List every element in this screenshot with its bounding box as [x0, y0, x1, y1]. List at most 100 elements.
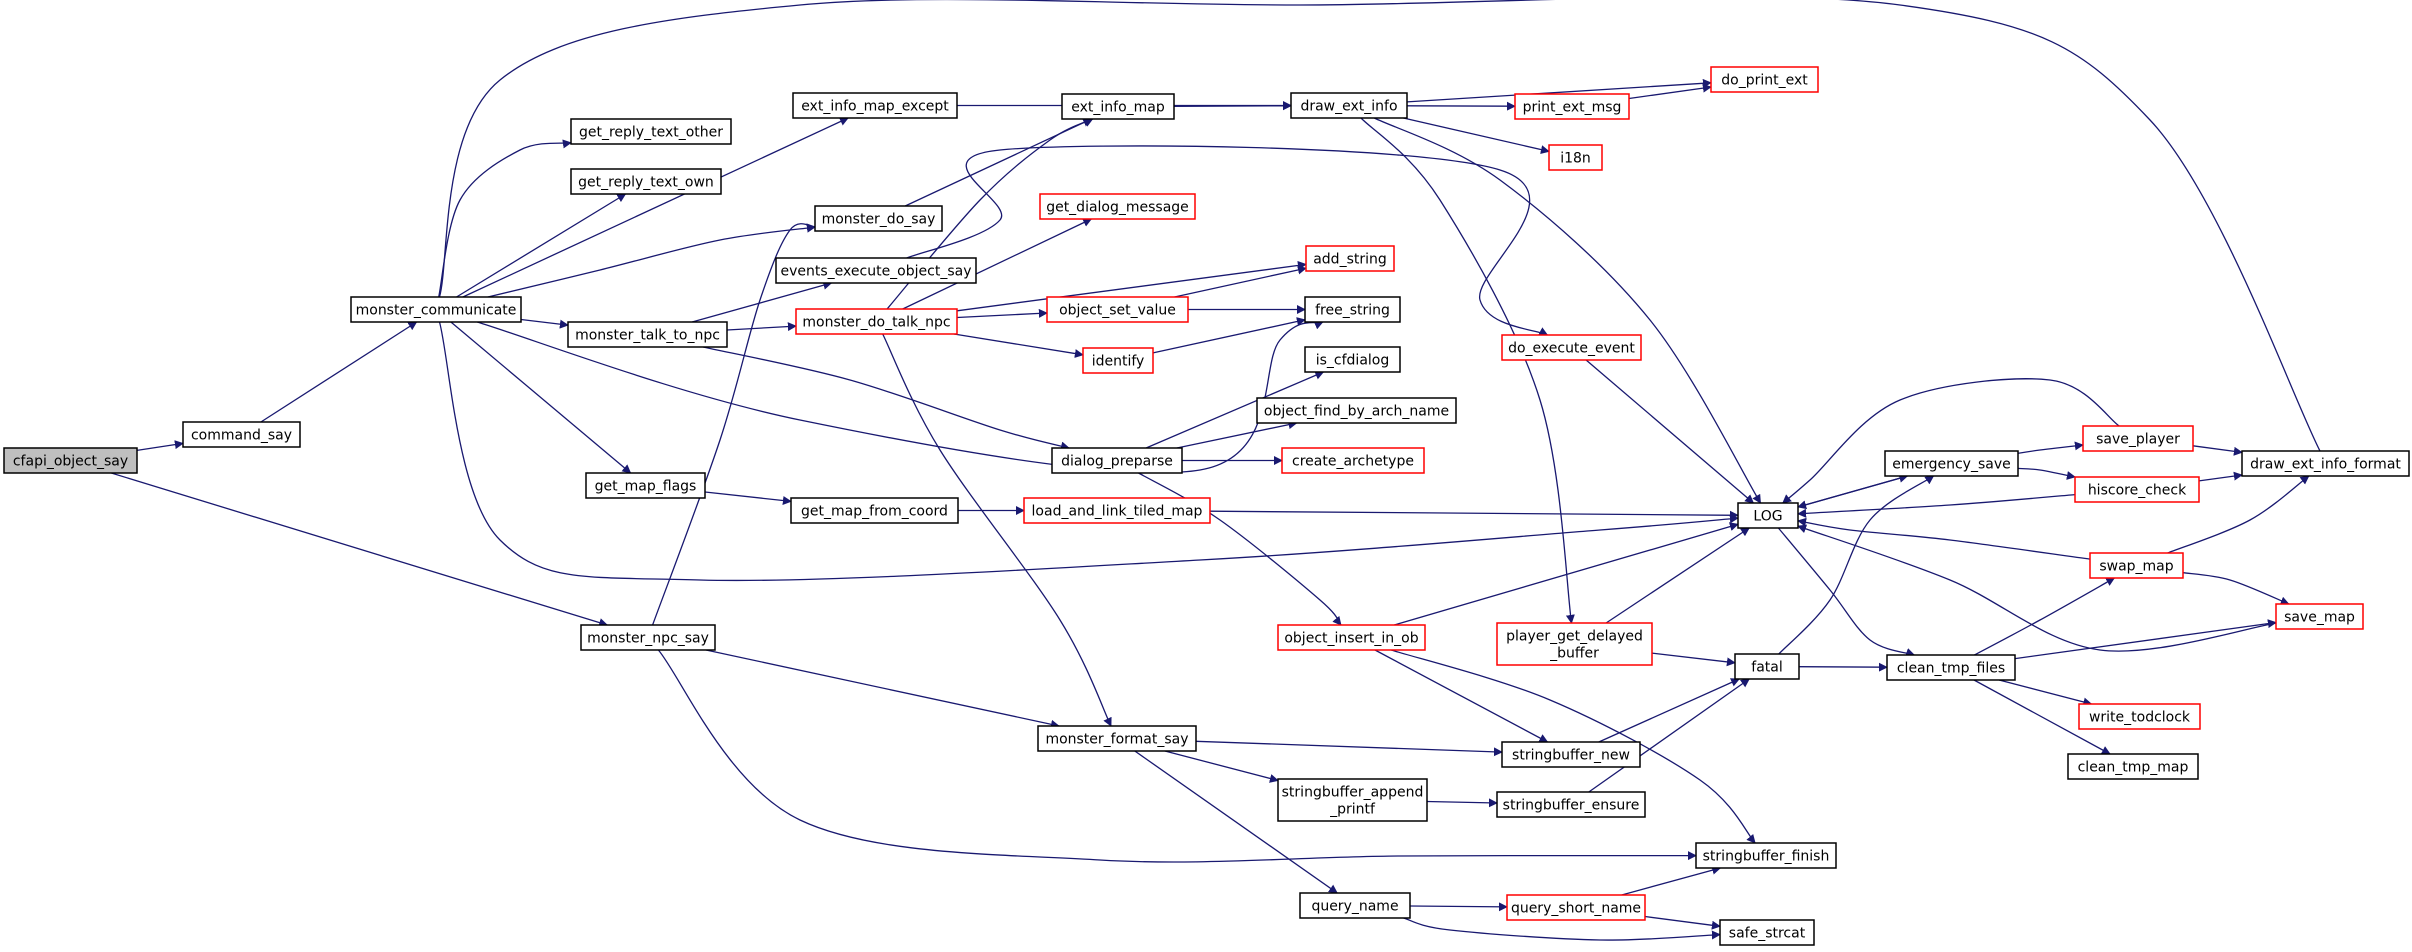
node-add-string[interactable]: add_string: [1305, 245, 1395, 272]
node-label: get_reply_text_own: [578, 175, 714, 191]
node-get-map-flags[interactable]: get_map_flags: [585, 472, 706, 499]
node-monster-do-say[interactable]: monster_do_say: [814, 205, 943, 232]
node-load-and-link-tiled-map[interactable]: load_and_link_tiled_map: [1023, 497, 1211, 524]
edge-object-insert-in-ob-to-stringbuffer-new: [1374, 649, 1549, 743]
node-box: [1305, 245, 1395, 272]
node-draw-ext-info-format[interactable]: draw_ext_info_format: [2241, 450, 2410, 477]
node-monster-format-say[interactable]: monster_format_say: [1037, 725, 1197, 752]
edge-monster-do-talk-npc-to-identify: [953, 333, 1084, 358]
node-box: [1046, 296, 1189, 323]
node-object-insert-in-ob[interactable]: object_insert_in_ob: [1277, 624, 1426, 651]
edges-layer: [111, 0, 2334, 941]
edge-monster-communicate-to-LOG: [438, 321, 1739, 582]
edge-fatal-to-clean-tmp-files: [1798, 662, 1888, 672]
node-box: [1277, 624, 1426, 651]
node-box: [1061, 93, 1175, 120]
node-stringbuffer-new[interactable]: stringbuffer_new: [1501, 741, 1641, 768]
node-cfapi-object-say[interactable]: cfapi_object_say: [3, 447, 138, 474]
node-player-get-delayed-buffer[interactable]: player_get_delayed_buffer: [1496, 622, 1653, 666]
node-label: _buffer: [1549, 646, 1599, 662]
node-box: [350, 296, 522, 323]
node-print-ext-msg[interactable]: print_ext_msg: [1514, 93, 1630, 120]
node-dialog-preparse[interactable]: dialog_preparse: [1051, 447, 1183, 474]
node-create-archetype[interactable]: create_archetype: [1281, 447, 1425, 474]
node-LOG[interactable]: LOG: [1737, 502, 1799, 529]
node-stringbuffer-append-printf[interactable]: stringbuffer_append_printf: [1277, 778, 1428, 822]
node-clean-tmp-map[interactable]: clean_tmp_map: [2067, 753, 2199, 780]
node-box: [2241, 450, 2410, 477]
edge-draw-ext-info-to-do-print-ext: [1406, 78, 1712, 103]
edge-swap-map-to-save-map: [2182, 572, 2290, 606]
node-ext-info-map[interactable]: ext_info_map: [1061, 93, 1175, 120]
node-stringbuffer-ensure[interactable]: stringbuffer_ensure: [1496, 791, 1646, 818]
edge-monster-do-talk-npc-to-get-dialog-message: [902, 218, 1093, 310]
node-object-find-by-arch-name[interactable]: object_find_by_arch_name: [1256, 397, 1457, 424]
node-save-player[interactable]: save_player: [2082, 425, 2194, 452]
node-command-say[interactable]: command_say: [182, 421, 301, 448]
node-label: load_and_link_tiled_map: [1032, 504, 1203, 520]
node-do-execute-event[interactable]: do_execute_event: [1501, 334, 1642, 361]
node-box: [1496, 622, 1653, 666]
node-label: monster_npc_say: [587, 631, 709, 647]
node-box: [1501, 334, 1642, 361]
node-monster-talk-to-npc[interactable]: monster_talk_to_npc: [567, 321, 728, 348]
node-label: is_cfdialog: [1316, 353, 1390, 369]
node-box: [1719, 919, 1815, 946]
node-events-execute-object-say[interactable]: events_execute_object_say: [775, 257, 977, 284]
node-monster-communicate[interactable]: monster_communicate: [350, 296, 522, 323]
node-i18n[interactable]: i18n: [1548, 144, 1603, 171]
node-write-todclock[interactable]: write_todclock: [2078, 703, 2201, 730]
node-get-reply-text-own[interactable]: get_reply_text_own: [570, 168, 722, 195]
node-box: [2067, 753, 2199, 780]
edge-identify-to-free-string: [1152, 317, 1306, 354]
node-clean-tmp-files[interactable]: clean_tmp_files: [1886, 654, 2016, 681]
edge-ext-info-map-to-draw-ext-info: [1173, 101, 1292, 111]
node-box: [1884, 450, 2019, 477]
edge-monster-talk-to-npc-to-events-execute-object-say: [691, 280, 833, 323]
node-label: object_insert_in_ob: [1284, 631, 1418, 647]
nodes-layer: cfapi_object_say command_say monster_commu…: [3, 66, 2410, 946]
node-label: i18n: [1560, 151, 1591, 167]
node-monster-do-talk-npc[interactable]: monster_do_talk_npc: [795, 308, 958, 335]
edge-monster-do-talk-npc-to-monster-format-say: [882, 333, 1112, 727]
node-identify[interactable]: identify: [1082, 347, 1154, 374]
node-free-string[interactable]: free_string: [1304, 296, 1401, 323]
node-box: [1506, 894, 1646, 921]
node-hiscore-check[interactable]: hiscore_check: [2074, 476, 2200, 503]
edge-save-player-to-draw-ext-info-format: [2192, 445, 2243, 456]
node-label: object_set_value: [1059, 303, 1176, 319]
node-label: swap_map: [2099, 559, 2173, 575]
node-label: stringbuffer_finish: [1703, 849, 1830, 865]
node-label: events_execute_object_say: [781, 264, 972, 280]
node-save-map[interactable]: save_map: [2275, 603, 2364, 630]
node-stringbuffer-finish[interactable]: stringbuffer_finish: [1695, 842, 1837, 869]
node-box: [1710, 66, 1819, 93]
edge-monster-communicate-to-monster-talk-to-npc: [520, 318, 569, 329]
node-swap-map[interactable]: swap_map: [2089, 552, 2184, 579]
node-label: object_find_by_arch_name: [1264, 404, 1449, 420]
node-emergency-save[interactable]: emergency_save: [1884, 450, 2019, 477]
node-get-reply-text-other[interactable]: get_reply_text_other: [570, 118, 732, 145]
node-box: [775, 257, 977, 284]
node-monster-npc-say[interactable]: monster_npc_say: [580, 624, 716, 651]
node-is-cfdialog[interactable]: is_cfdialog: [1304, 346, 1401, 373]
node-safe-strcat[interactable]: safe_strcat: [1719, 919, 1815, 946]
node-draw-ext-info[interactable]: draw_ext_info: [1290, 92, 1408, 119]
node-get-map-from-coord[interactable]: get_map_from_coord: [790, 497, 959, 524]
node-object-set-value[interactable]: object_set_value: [1046, 296, 1189, 323]
node-label: LOG: [1753, 509, 1782, 525]
node-label: do_execute_event: [1508, 341, 1635, 357]
node-box: [1290, 92, 1408, 119]
node-fatal[interactable]: fatal: [1734, 653, 1800, 680]
edge-print-ext-msg-to-do-print-ext: [1628, 83, 1712, 100]
node-label: query_name: [1311, 899, 1398, 915]
edge-monster-communicate-to-get-map-flags: [450, 321, 632, 474]
node-ext-info-map-except[interactable]: ext_info_map_except: [792, 92, 958, 119]
node-query-name[interactable]: query_name: [1299, 892, 1411, 919]
node-do-print-ext[interactable]: do_print_ext: [1710, 66, 1819, 93]
edge-object-insert-in-ob-to-stringbuffer-finish: [1391, 649, 1756, 844]
node-get-dialog-message[interactable]: get_dialog_message: [1039, 193, 1196, 220]
node-query-short-name[interactable]: query_short_name: [1506, 894, 1646, 921]
edge-stringbuffer-append-printf-to-stringbuffer-ensure: [1426, 798, 1498, 808]
edge-monster-communicate-to-monster-do-say: [487, 223, 816, 298]
